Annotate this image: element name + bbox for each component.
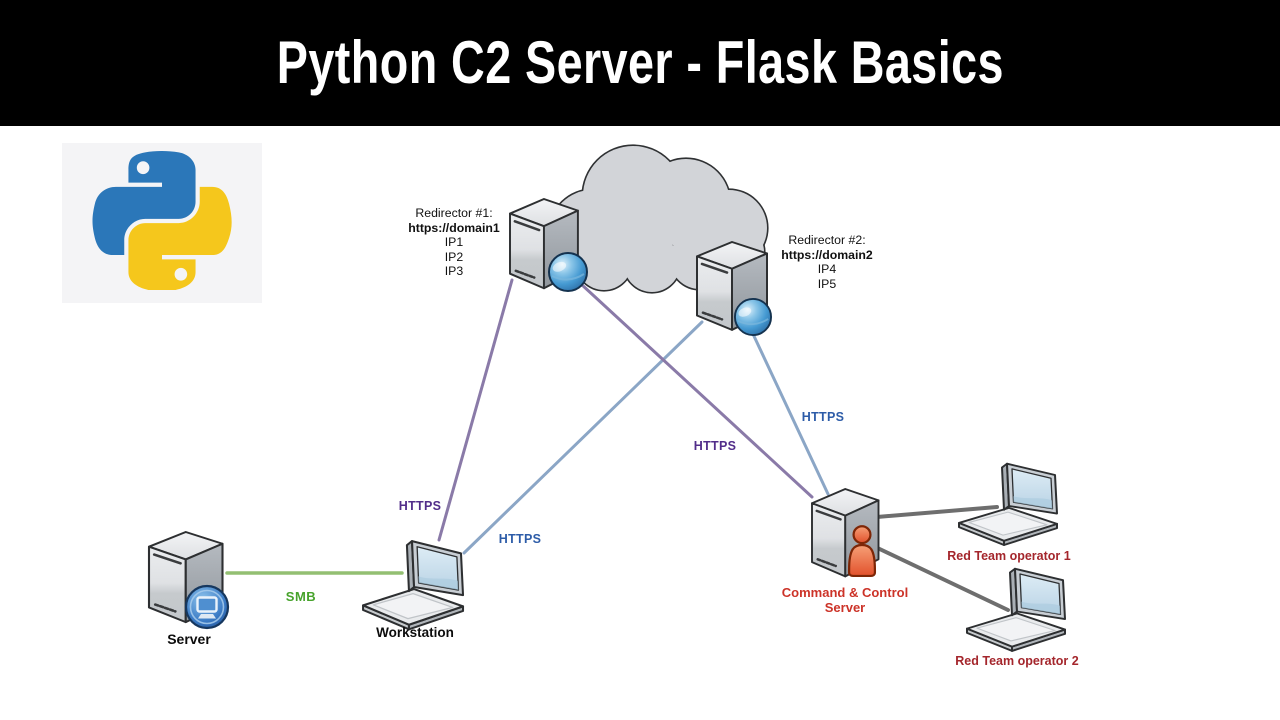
line-redirector1-c2: [579, 282, 814, 499]
redirector2-domain: https://domain2: [781, 247, 873, 262]
workstation-laptop-icon: [362, 540, 465, 631]
line-redirector2-c2: [751, 332, 830, 496]
redirector2-ip4: IP4: [817, 262, 837, 276]
connection-lines: [225, 278, 1010, 612]
redirector2-title: Redirector #2:: [788, 233, 866, 247]
red-person-icon: [847, 525, 877, 578]
https-label-r1-workstation: HTTPS: [398, 499, 442, 513]
c2-server-label-line1: Command & Control: [781, 585, 909, 600]
redirector1-ip3: IP3: [444, 264, 464, 278]
monitor-badge-icon: [184, 584, 230, 630]
line-redirector1-workstation: [437, 278, 514, 542]
title-bar: Python C2 Server - Flask Basics: [0, 0, 1280, 126]
redirector1-domain: https://domain1: [408, 220, 500, 235]
python-logo-box: [62, 143, 262, 303]
c2-server-label-line2: Server: [824, 599, 866, 615]
https-label-r2-workstation: HTTPS: [498, 532, 542, 546]
https-label-r1-c2: HTTPS: [693, 439, 737, 453]
operator1-laptop-icon: [958, 462, 1058, 547]
redirector2-ip5: IP5: [817, 276, 837, 291]
page-title: Python C2 Server - Flask Basics: [276, 29, 1004, 97]
server-label: Server: [167, 631, 211, 647]
redirector1-ip1: IP1: [444, 235, 464, 249]
line-redirector2-workstation: [462, 320, 704, 555]
python-logo-icon: [92, 151, 232, 290]
c2-server-icon: [810, 487, 880, 578]
redirector1-ip2: IP2: [444, 249, 464, 264]
redirector1-label: Redirector #1: https://domain1 IP1 IP2 I…: [384, 206, 524, 279]
file-server-icon: [147, 530, 230, 630]
operator2-laptop-icon: [966, 567, 1066, 652]
smb-label: SMB: [285, 589, 317, 604]
redirector2-label: Redirector #2: https://domain2 IP4 IP5: [757, 233, 897, 291]
c2-server-label: Command & Control Server: [770, 585, 920, 615]
operator1-label: Red Team operator 1: [947, 549, 1071, 563]
line-c2-operator2: [865, 541, 1010, 612]
redirector1-title: Redirector #1:: [415, 206, 493, 220]
https-label-r2-c2: HTTPS: [801, 410, 845, 424]
operator2-label: Red Team operator 2: [955, 654, 1079, 668]
line-c2-operator1: [875, 505, 999, 519]
workstation-label: Workstation: [376, 625, 454, 640]
